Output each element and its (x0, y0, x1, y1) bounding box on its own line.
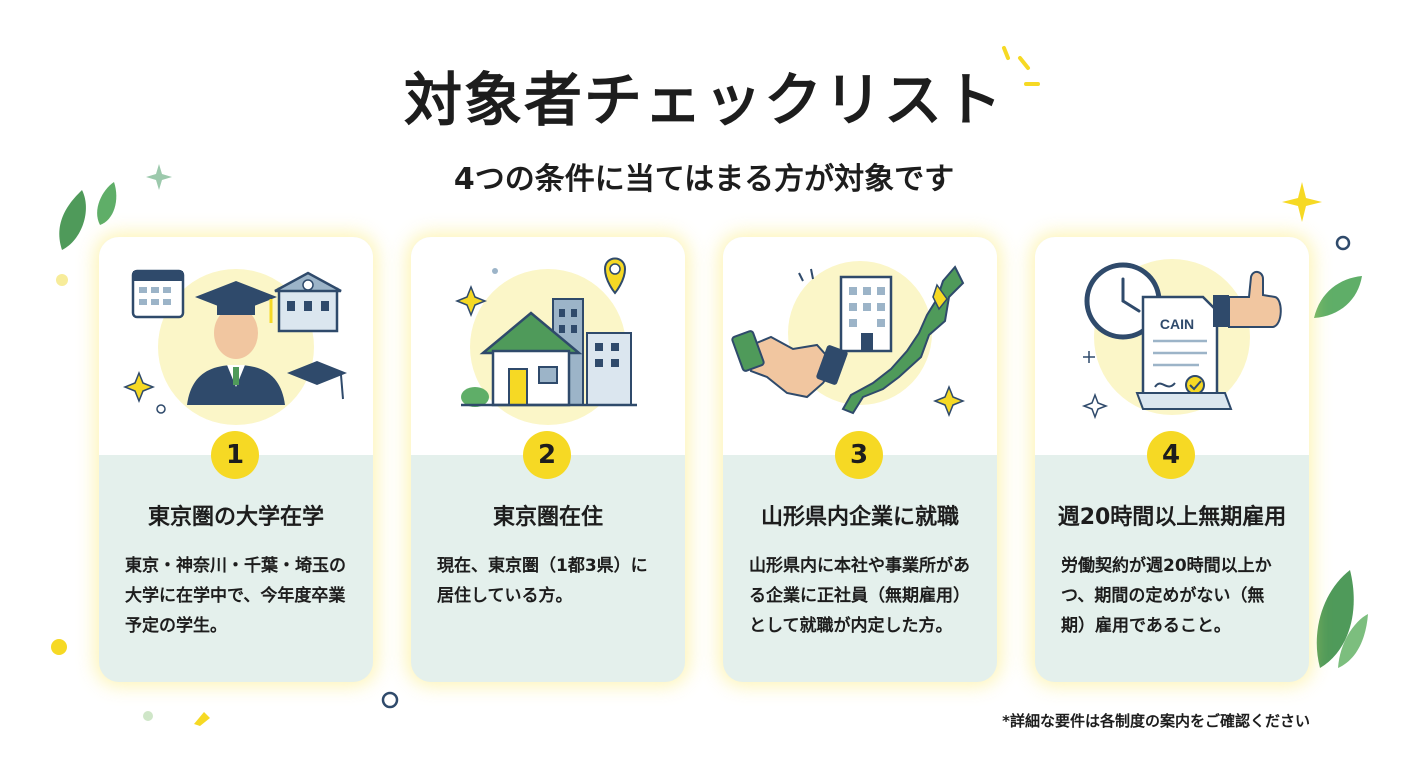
circle-icon (381, 691, 399, 709)
criteria-card-1: 1 東京圏の大学在学 東京・神奈川・千葉・埼玉の大学に在学中で、今年度卒業予定の… (99, 237, 373, 682)
plant-icon (1316, 570, 1368, 668)
step-number-badge: 4 (1147, 431, 1195, 479)
sparkle-icon (146, 164, 172, 190)
criteria-card-2: 2 東京圏在住 現在、東京圏（1都3県）に居住している方。 (411, 237, 685, 682)
sparkle-icon (1002, 46, 1040, 86)
dot-icon (56, 274, 68, 286)
card-title: 東京圏の大学在学 (147, 505, 324, 530)
criteria-card-3: 3 山形県内企業に就職 山形県内に本社や事業所がある企業に正社員（無期雇用）とし… (723, 237, 997, 682)
card-illustration-area (99, 237, 373, 455)
house-city-illustration (454, 257, 637, 425)
step-number-badge: 3 (835, 431, 883, 479)
card-description: 現在、東京圏（1都3県）に居住している方。 (437, 556, 648, 606)
clock-contract-illustration: CAIN (1081, 259, 1282, 420)
card-illustration-area (723, 237, 997, 455)
contract-label: CAIN (1160, 316, 1194, 332)
star-icon (1282, 182, 1322, 222)
page-subtitle: 4つの条件に当てはまる方が対象です (439, 158, 969, 202)
card-description: 山形県内に本社や事業所がある企業に正社員（無期雇用）として就職が内定した方。 (749, 556, 970, 636)
leaf-icon (59, 182, 117, 250)
step-number-badge: 1 (211, 431, 259, 479)
graduate-student-illustration (122, 269, 347, 425)
leaf-icon (1314, 276, 1362, 318)
handshake-japan-map-illustration (731, 261, 966, 418)
subtitle-container: 4つの条件に当てはまる方が対象です (0, 158, 1408, 202)
dot-icon (143, 711, 153, 721)
dot-icon (51, 639, 67, 655)
criteria-card-4: CAIN 4 週20時間以上無期雇用 労働契約が週20時間以上かつ、期間の定めが… (1035, 237, 1309, 682)
page-title: 対象者チェックリスト (383, 62, 1025, 138)
footnote: *詳細な要件は各制度の案内をご確認ください (1002, 712, 1310, 730)
card-description: 労働契約が週20時間以上かつ、期間の定めがない（無期）雇用であること。 (1061, 556, 1272, 636)
card-title: 東京圏在住 (492, 505, 603, 530)
confetti-icon (194, 712, 210, 726)
circle-icon (1335, 235, 1351, 251)
card-description: 東京・神奈川・千葉・埼玉の大学に在学中で、今年度卒業予定の学生。 (125, 556, 346, 636)
title-container: 対象者チェックリスト (0, 62, 1408, 138)
card-illustration-area (411, 237, 685, 455)
step-number-badge: 2 (523, 431, 571, 479)
card-title: 週20時間以上無期雇用 (1057, 505, 1287, 530)
card-illustration-area: CAIN (1035, 237, 1309, 455)
card-title: 山形県内企業に就職 (760, 505, 959, 530)
